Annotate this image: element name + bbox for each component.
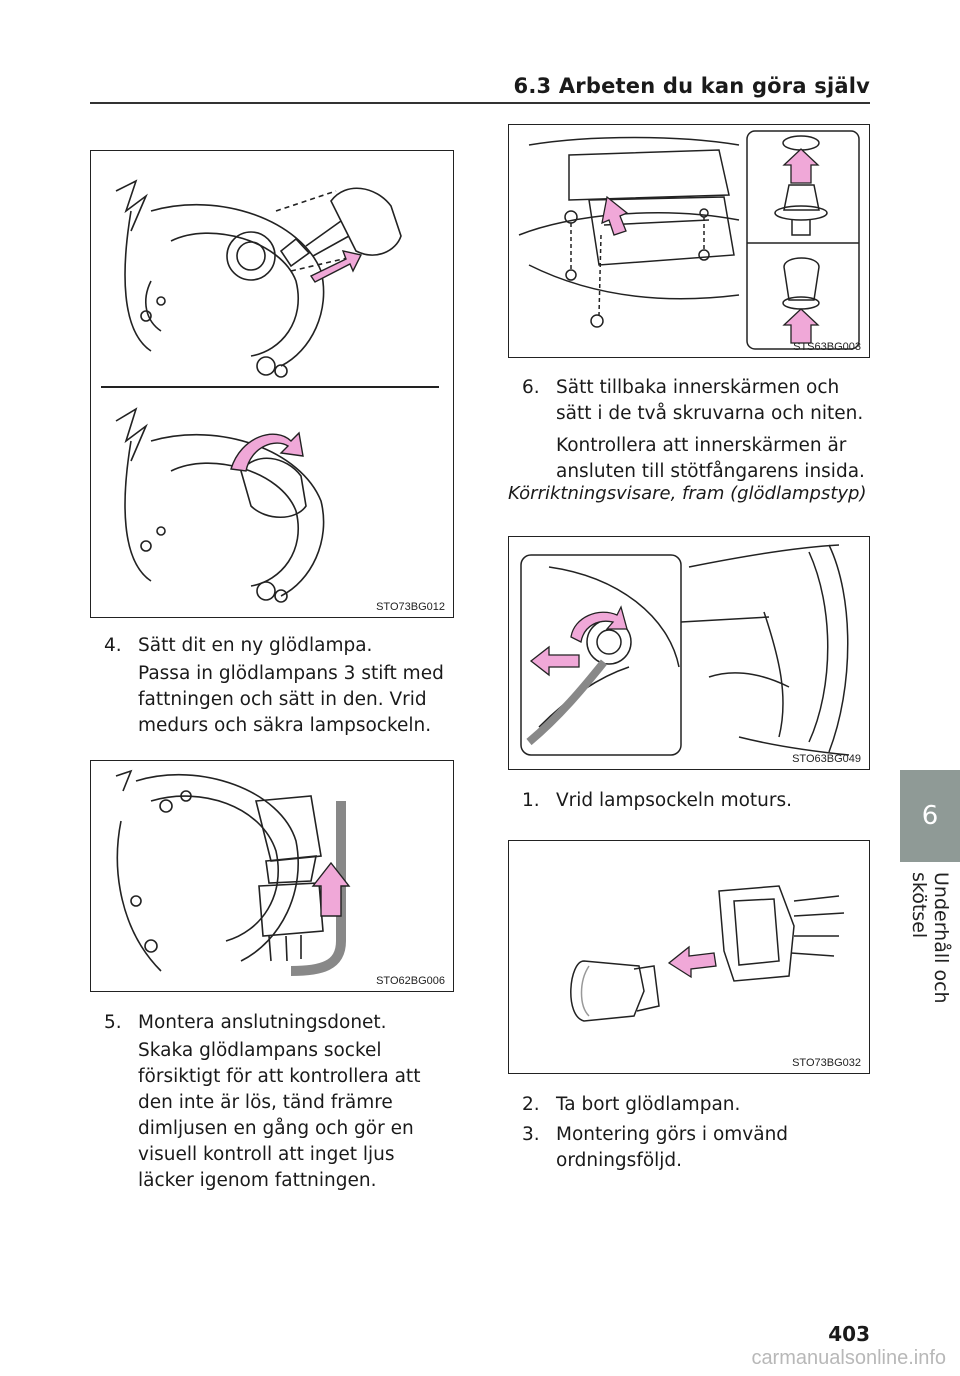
- figure-code: STO73BG012: [376, 601, 445, 613]
- page-number: 403: [828, 1322, 870, 1346]
- figure-code: STO62BG006: [376, 975, 445, 987]
- step-1: 1. Vrid lampsockeln moturs.: [522, 788, 867, 814]
- step-text: Sätt dit en ny glödlampa.: [138, 635, 373, 656]
- step-number: 1.: [522, 790, 540, 811]
- figure-connector-install: STO62BG006: [90, 760, 454, 992]
- watermark: carmanualsonline.info: [751, 1347, 946, 1369]
- step-number: 2.: [522, 1094, 540, 1115]
- step-3: 3. Montering görs i omvänd ordningsföljd…: [522, 1122, 867, 1174]
- illustration-fog-lamp-bulb: [101, 179, 439, 603]
- step-number: 4.: [104, 635, 122, 656]
- figure-code: STS63BG003: [793, 341, 861, 353]
- step-number: 5.: [104, 1012, 122, 1033]
- chapter-label: Underhåll och skötsel: [908, 872, 952, 1004]
- figure-bulb-remove: STO73BG032: [508, 840, 870, 1074]
- figure-bulb-removal-and-install: STO73BG012: [90, 150, 454, 618]
- section-header-title: 6.3 Arbeten du kan göra själv: [513, 74, 870, 98]
- illustration-turn-signal: [520, 544, 850, 756]
- step-text: Sätt tillbaka innerskärmen och sätt i de…: [556, 377, 864, 424]
- illustration-inner-fender-clips: [518, 130, 860, 350]
- section-heading-turn-signal: Körriktningsvisare, fram (glödlampstyp): [508, 483, 867, 504]
- step-5: 5. Montera anslutningsdonet. Skaka glödl…: [104, 1010, 454, 1194]
- step-number: 3.: [522, 1124, 540, 1145]
- step-detail: Skaka glödlampans sockel försiktigt för …: [138, 1040, 421, 1191]
- figure-turn-signal-socket: STO63BG049: [508, 536, 870, 770]
- illustration-connector: [115, 769, 351, 976]
- step-detail: Kontrollera att innerskärmen är ansluten…: [556, 435, 865, 482]
- figure-inner-fender: STS63BG003: [508, 124, 870, 358]
- illustration-wedge-bulb: [570, 885, 845, 1022]
- figure-code: STO73BG032: [792, 1057, 861, 1069]
- chapter-tab: 6: [900, 770, 960, 862]
- step-4: 4. Sätt dit en ny glödlampa. Passa in gl…: [104, 633, 454, 739]
- step-2: 2. Ta bort glödlampan.: [522, 1092, 867, 1118]
- step-number: 6.: [522, 377, 540, 398]
- header-divider: [90, 102, 870, 104]
- step-text: Montering görs i omvänd ordningsföljd.: [556, 1124, 789, 1171]
- step-text: Vrid lampsockeln moturs.: [556, 790, 793, 811]
- step-6: 6. Sätt tillbaka innerskärmen och sätt i…: [522, 375, 867, 485]
- step-text: Montera anslutningsdonet.: [138, 1012, 387, 1033]
- figure-code: STO63BG049: [792, 753, 861, 765]
- step-text: Ta bort glödlampan.: [556, 1094, 741, 1115]
- step-detail: Passa in glödlampans 3 stift med fattnin…: [138, 663, 444, 736]
